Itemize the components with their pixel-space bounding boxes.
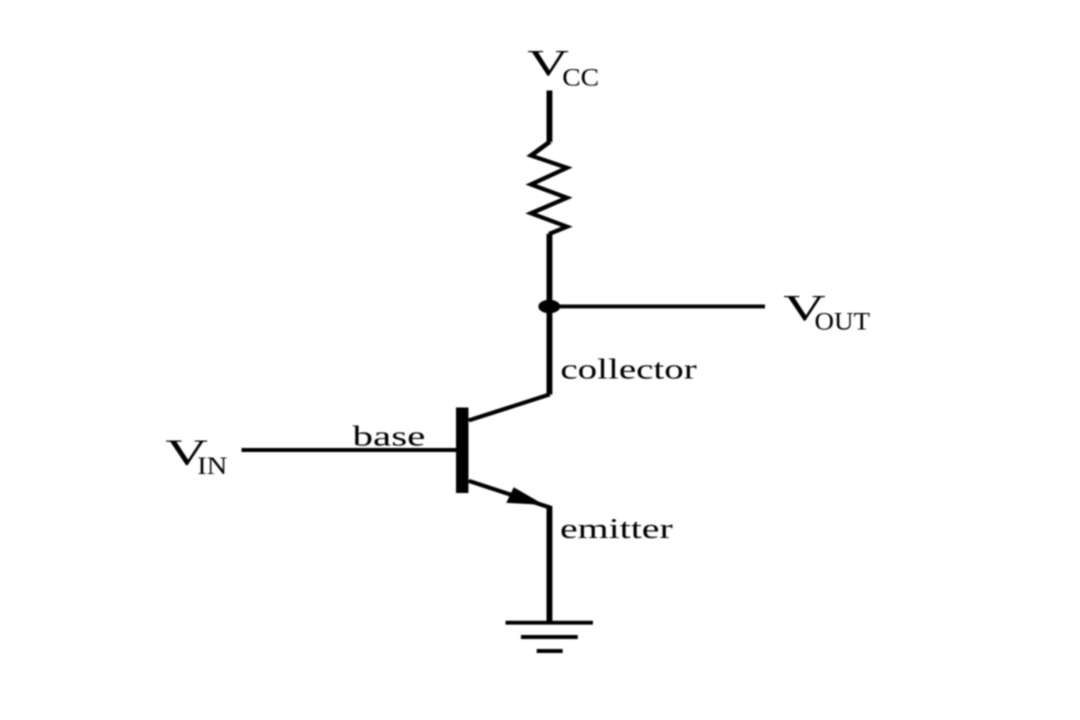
svg-text:emitter: emitter: [560, 512, 673, 544]
svg-text:V: V: [783, 288, 825, 329]
svg-text:IN: IN: [197, 452, 227, 479]
svg-text:V: V: [165, 433, 208, 474]
svg-text:base: base: [352, 419, 425, 451]
svg-text:collector: collector: [560, 353, 696, 385]
svg-text:V: V: [527, 43, 569, 84]
svg-text:CC: CC: [562, 64, 599, 91]
svg-text:OUT: OUT: [815, 308, 871, 335]
